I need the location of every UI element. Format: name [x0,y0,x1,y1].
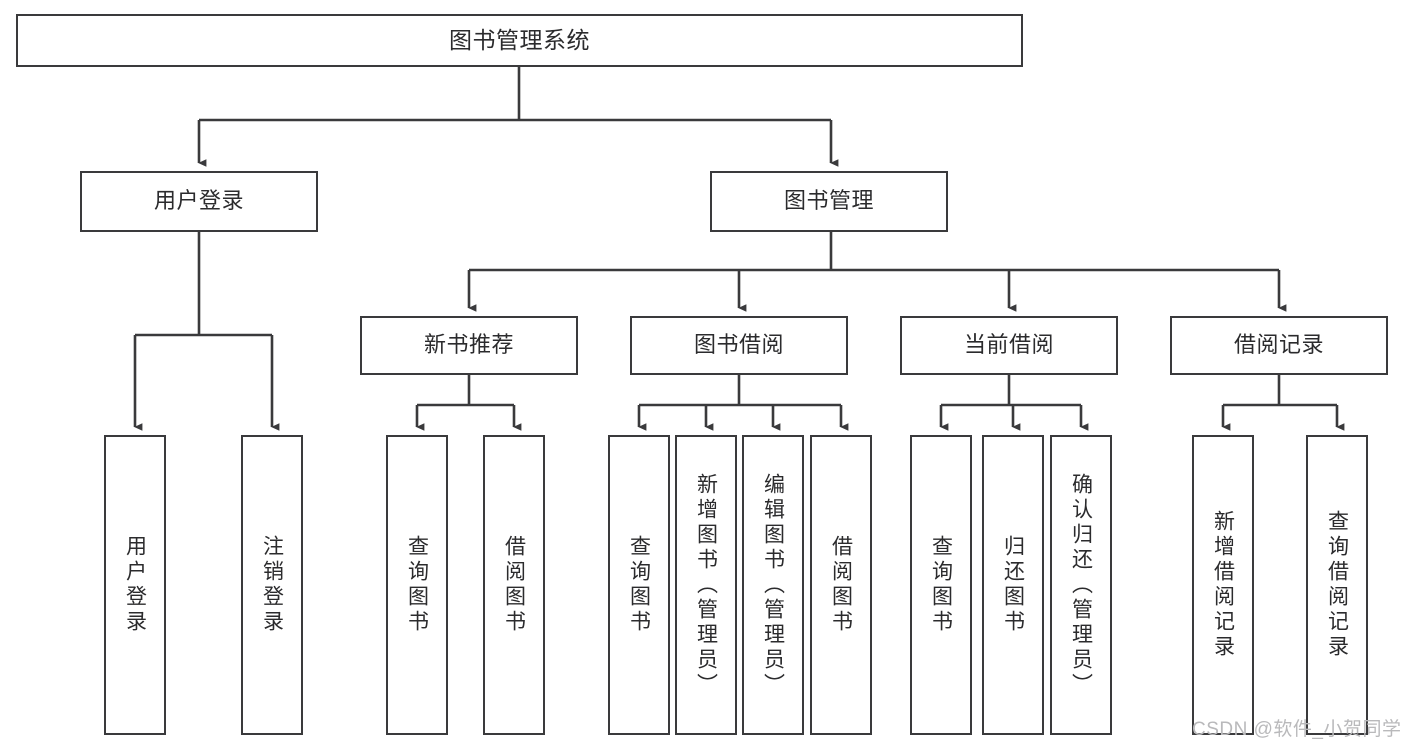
leaf-query-book-new[interactable]: 查询图书 [386,435,448,735]
leaf-edit-book-admin[interactable]: 编辑图书（管理员） [742,435,804,735]
node-label: 编辑图书（管理员） [761,472,785,698]
node-label: 借阅图书 [829,535,853,635]
node-label: 用户登录 [153,188,244,214]
leaf-query-borrow-record[interactable]: 查询借阅记录 [1306,435,1368,735]
node-label: 图书管理 [783,188,874,214]
leaf-add-borrow-record[interactable]: 新增借阅记录 [1192,435,1254,735]
node-label: 新增图书（管理员） [694,472,718,698]
node-label: 归还图书 [1001,535,1025,635]
node-borrow-records[interactable]: 借阅记录 [1170,316,1388,375]
leaf-add-book-admin[interactable]: 新增图书（管理员） [675,435,737,735]
node-label: 用户登录 [123,535,147,635]
node-new-book-recommendation[interactable]: 新书推荐 [360,316,578,375]
node-label: 借阅记录 [1233,332,1324,358]
node-label: 查询借阅记录 [1325,510,1349,660]
node-label: 借阅图书 [502,535,526,635]
node-label: 确认归还（管理员） [1069,472,1093,698]
leaf-borrow-book-new[interactable]: 借阅图书 [483,435,545,735]
node-user-login[interactable]: 用户登录 [80,171,318,232]
leaf-query-book-borrow[interactable]: 查询图书 [608,435,670,735]
node-label: 图书管理系统 [449,26,590,53]
node-book-borrowing[interactable]: 图书借阅 [630,316,848,375]
node-label: 注销登录 [260,535,284,635]
node-label: 查询图书 [627,535,651,635]
node-root[interactable]: 图书管理系统 [16,14,1023,67]
node-label: 新书推荐 [423,332,514,358]
leaf-logout[interactable]: 注销登录 [241,435,303,735]
node-current-borrowing[interactable]: 当前借阅 [900,316,1118,375]
csdn-watermark: CSDN @软件_小贺同学 [1192,719,1402,740]
node-label: 当前借阅 [963,332,1054,358]
leaf-return-book[interactable]: 归还图书 [982,435,1044,735]
node-label: 新增借阅记录 [1211,510,1235,660]
node-book-management[interactable]: 图书管理 [710,171,948,232]
node-label: 查询图书 [929,535,953,635]
leaf-user-login[interactable]: 用户登录 [104,435,166,735]
leaf-borrow-book[interactable]: 借阅图书 [810,435,872,735]
leaf-query-book-current[interactable]: 查询图书 [910,435,972,735]
node-label: 查询图书 [405,535,429,635]
node-label: 图书借阅 [693,332,784,358]
leaf-confirm-return-admin[interactable]: 确认归还（管理员） [1050,435,1112,735]
